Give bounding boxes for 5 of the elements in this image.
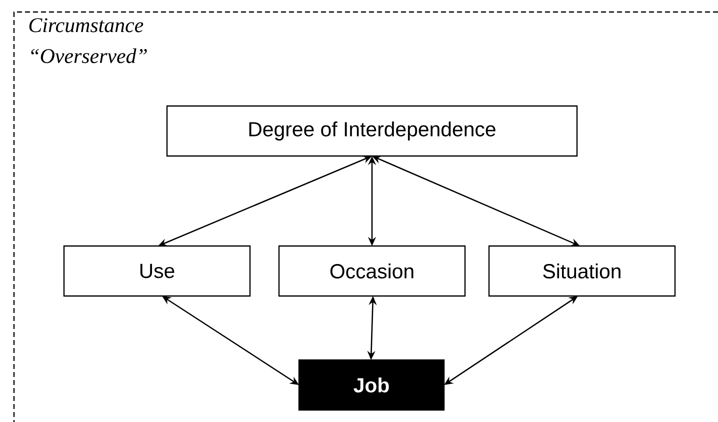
label-box: Use bbox=[63, 245, 251, 297]
label-box: Degree of Interdependence bbox=[166, 105, 578, 157]
label-box: Situation bbox=[488, 245, 676, 297]
label-box: Occasion bbox=[278, 245, 466, 297]
job-box: Job bbox=[298, 359, 445, 411]
